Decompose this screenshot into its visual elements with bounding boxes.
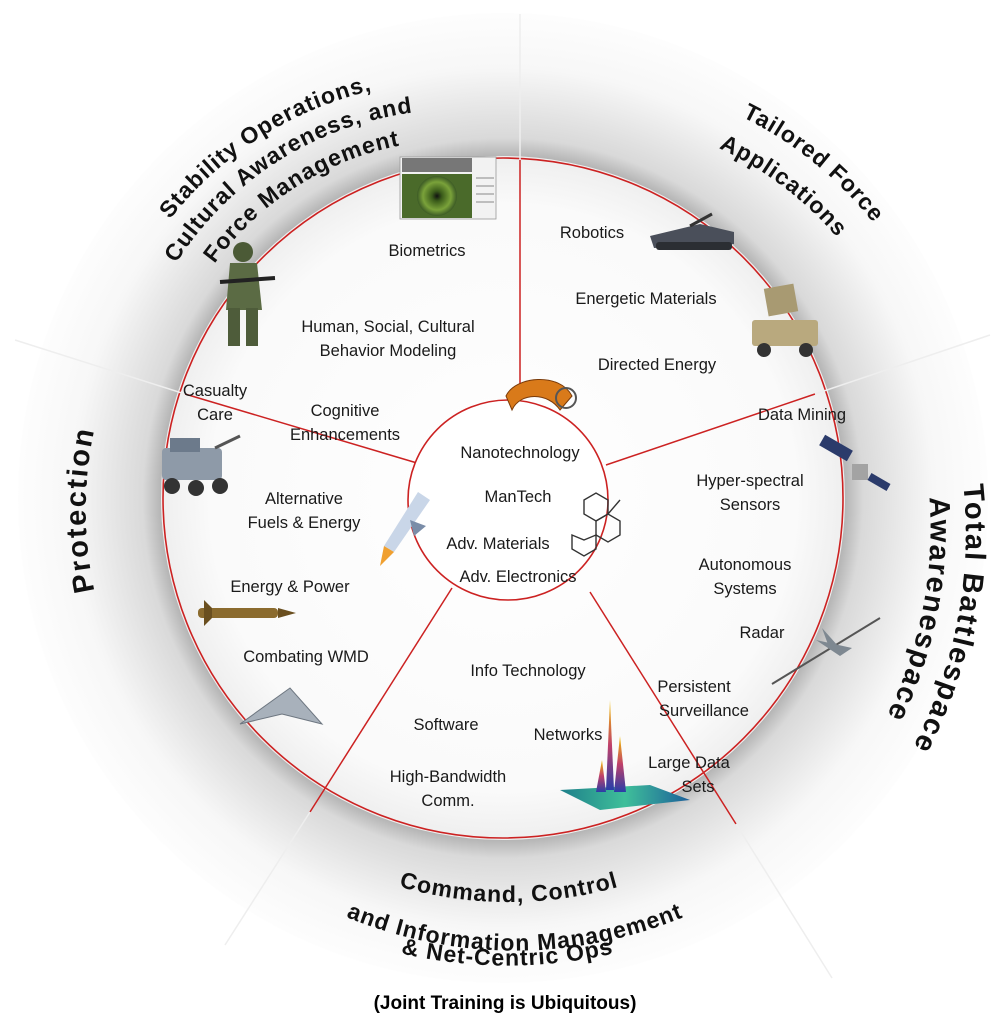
item-high-bandwidth-line1: High-Bandwidth (390, 768, 506, 786)
item-energy-power: Energy & Power (230, 578, 350, 596)
item-networks: Networks (534, 726, 603, 744)
munition-icon (198, 600, 296, 626)
biometrics-eye-icon (399, 156, 497, 220)
item-alt-fuels-line1: Alternative (265, 490, 343, 508)
core-nanotechnology: Nanotechnology (460, 444, 580, 462)
item-casualty-care-line2: Care (197, 406, 233, 424)
footer-caption: (Joint Training is Ubiquitous) (374, 993, 637, 1014)
item-hyperspectral-line2: Sensors (720, 496, 781, 514)
nanotube-icon (505, 379, 577, 412)
item-high-bandwidth-line2: Comm. (421, 792, 474, 810)
molecule-icon (571, 492, 621, 557)
uav-aircraft-icon (771, 617, 881, 685)
stealth-drone-icon (239, 687, 324, 725)
item-autonomous-line2: Systems (713, 580, 776, 598)
item-directed-energy: Directed Energy (598, 356, 717, 374)
item-info-technology: Info Technology (470, 662, 586, 680)
item-cognitive-line2: Enhancements (290, 426, 400, 444)
item-biometrics: Biometrics (388, 242, 465, 260)
item-autonomous-line1: Autonomous (699, 556, 792, 574)
item-robotics: Robotics (560, 224, 624, 242)
missile-icon (380, 492, 430, 566)
core-labels: Nanotechnology ManTech Adv. Materials Ad… (446, 444, 580, 586)
item-data-mining: Data Mining (758, 406, 846, 424)
item-human-social-line1: Human, Social, Cultural (301, 318, 474, 336)
robotic-tank-icon (650, 212, 734, 250)
item-alt-fuels-line2: Fuels & Energy (248, 514, 362, 532)
core-adv-materials: Adv. Materials (446, 535, 549, 553)
item-human-social-line2: Behavior Modeling (320, 342, 457, 360)
soldier-icon (219, 242, 276, 346)
sector-dividers (14, 14, 991, 979)
item-large-data-line2: Sets (681, 778, 714, 796)
military-vehicle-icon (752, 283, 818, 357)
core-adv-electronics: Adv. Electronics (459, 568, 576, 586)
item-persistent-line2: Surveillance (659, 702, 749, 720)
item-persistent-line1: Persistent (657, 678, 731, 696)
item-large-data-line1: Large Data (648, 754, 730, 772)
item-hyperspectral-line1: Hyper-spectral (696, 472, 803, 490)
satellite-icon (819, 434, 891, 491)
inner-red-circle (162, 157, 844, 839)
core-mantech: ManTech (485, 488, 552, 506)
item-software: Software (413, 716, 478, 734)
item-labels: Biometrics Human, Social, Cultural Behav… (183, 224, 846, 810)
spike-plot-icon (560, 700, 690, 810)
item-casualty-care-line1: Casualty (183, 382, 248, 400)
item-cognitive-line1: Cognitive (311, 402, 380, 420)
item-energetic-materials: Energetic Materials (575, 290, 716, 308)
item-combating-wmd: Combating WMD (243, 648, 369, 666)
robotic-vehicle-icon (162, 434, 241, 496)
item-radar: Radar (740, 624, 785, 642)
